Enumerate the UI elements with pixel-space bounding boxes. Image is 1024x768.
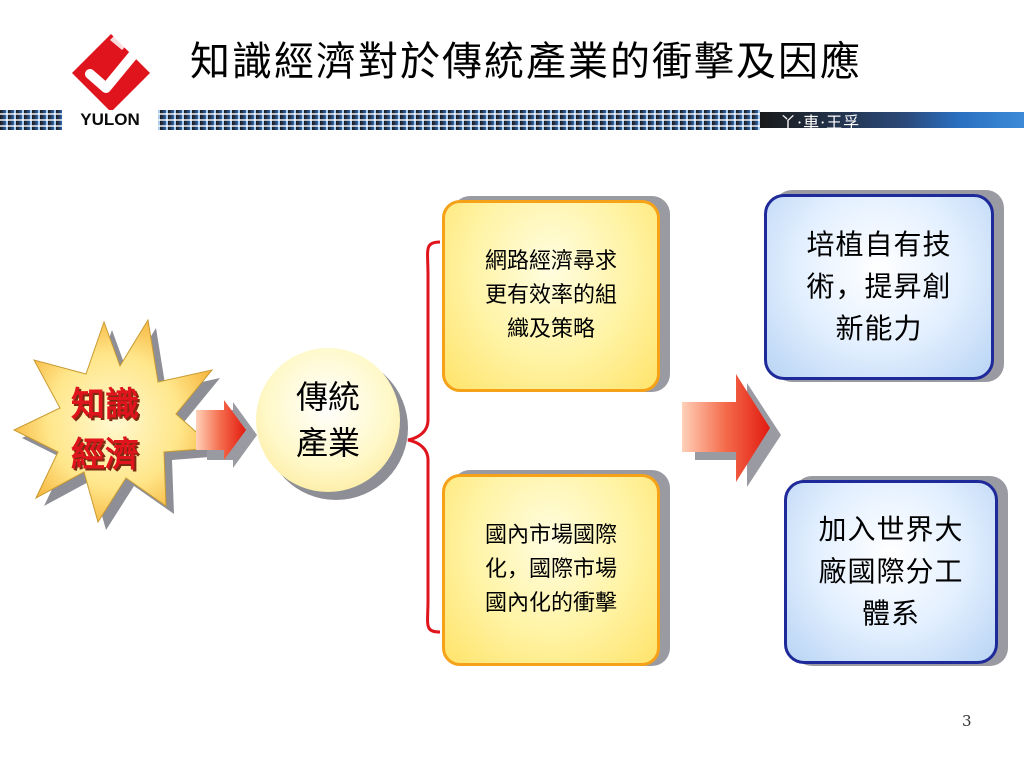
header-slogan: 丫·車·王孚 bbox=[780, 113, 861, 132]
impact-bottom-line2: 化，國際市場 bbox=[484, 557, 617, 582]
traditional-industry-node: 傳統 產業 bbox=[256, 348, 400, 492]
arrow-to-responses bbox=[682, 374, 781, 487]
slide-title: 知識經濟對於傳統產業的衝擊及因應 bbox=[190, 39, 862, 85]
response-top-line3: 新能力 bbox=[835, 312, 923, 345]
yulon-logo-icon bbox=[72, 32, 150, 112]
knowledge-economy-label: 知識 經濟 bbox=[50, 380, 160, 480]
response-own-technology: 培植自有技 術，提昇創 新能力 bbox=[764, 194, 994, 380]
impact-top-line1: 網路經濟尋求 bbox=[484, 249, 617, 274]
response-global-division: 加入世界大 廠國際分工 體系 bbox=[784, 480, 998, 664]
response-bottom-line1: 加入世界大 bbox=[818, 513, 964, 546]
brand-name: YULON bbox=[62, 110, 158, 130]
knowledge-economy-line1: 知識 bbox=[71, 385, 139, 425]
arrow-to-traditional-industry bbox=[196, 400, 257, 468]
traditional-industry-line2: 產業 bbox=[295, 424, 360, 462]
header-band bbox=[0, 110, 1024, 130]
response-top-line1: 培植自有技 bbox=[806, 228, 952, 261]
impact-market-globalization: 國內市場國際 化，國際市場 國內化的衝擊 bbox=[442, 474, 660, 666]
impact-top-line2: 更有效率的組 bbox=[484, 283, 617, 308]
impact-bottom-line3: 國內化的衝擊 bbox=[484, 591, 617, 616]
impact-bottom-line1: 國內市場國際 bbox=[484, 523, 617, 548]
response-top-line2: 術，提昇創 bbox=[806, 270, 952, 303]
page-number: 3 bbox=[962, 712, 972, 730]
response-bottom-line3: 體系 bbox=[861, 597, 920, 630]
impact-top-line3: 織及策略 bbox=[506, 317, 595, 342]
response-bottom-line2: 廠國際分工 bbox=[818, 555, 964, 588]
knowledge-economy-line2: 經濟 bbox=[71, 435, 139, 475]
impact-network-economy: 網路經濟尋求 更有效率的組 織及策略 bbox=[442, 200, 660, 392]
traditional-industry-line1: 傳統 bbox=[295, 378, 360, 416]
impact-bracket bbox=[407, 240, 441, 634]
knowledge-economy-burst bbox=[12, 318, 216, 524]
